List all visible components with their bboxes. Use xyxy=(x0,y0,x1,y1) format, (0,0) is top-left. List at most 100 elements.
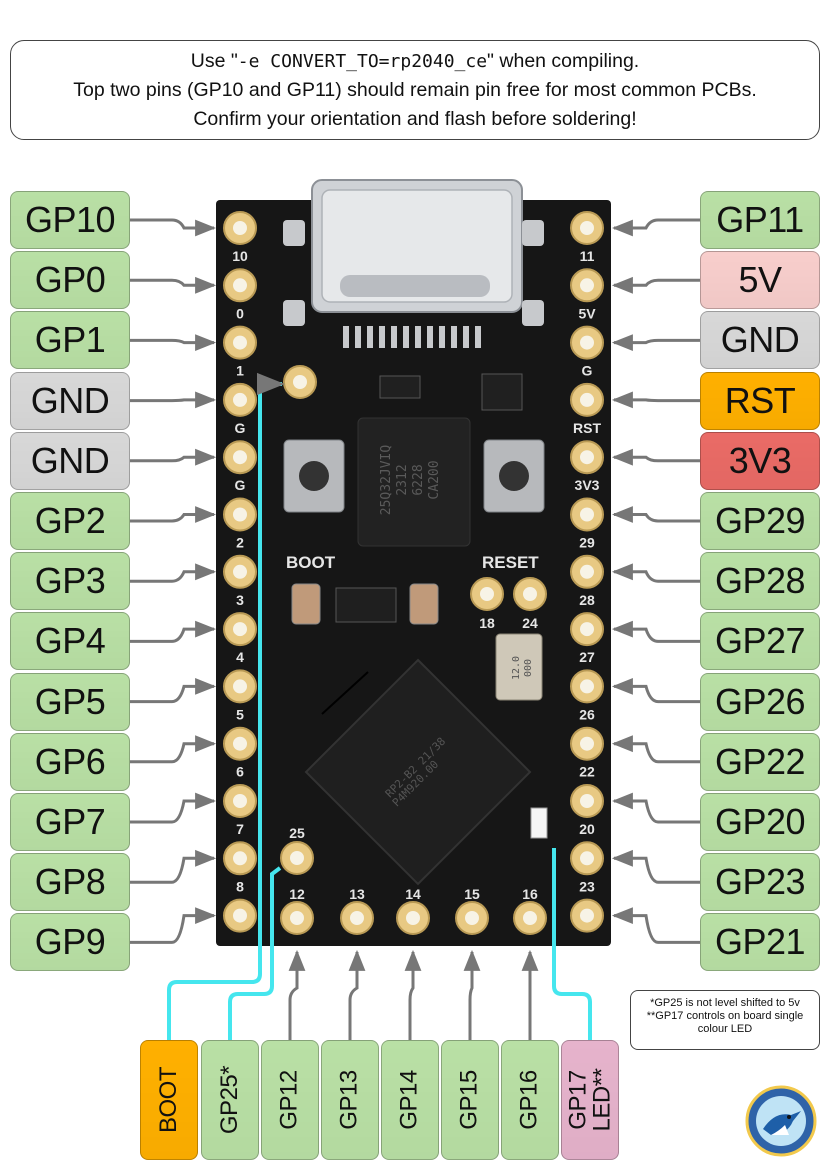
right-pin-arrow xyxy=(611,276,700,294)
left-pin-pad-hole xyxy=(233,736,247,751)
footnotes-box: *GP25 is not level shifted to 5v **GP17 … xyxy=(630,990,820,1050)
rp2040-mcu: RP2-B2 21/38 P4M920.00 xyxy=(304,658,532,886)
reset-button xyxy=(483,439,545,513)
left-pad-silkscreen: 0 xyxy=(236,305,244,321)
left-pin-arrow xyxy=(130,735,217,764)
pad-18-silkscreen: 18 xyxy=(479,615,495,631)
right-pin-label: GP27 xyxy=(700,612,820,671)
footnote-gp17: **GP17 controls on board single xyxy=(646,1010,804,1022)
bottom-pad-silkscreen: 13 xyxy=(349,886,365,902)
right-pad-silkscreen: 20 xyxy=(579,821,595,837)
instructions-box: Use "-e CONVERT_TO=rp2040_ce" when compi… xyxy=(10,40,820,140)
right-pin-label: GP20 xyxy=(700,793,820,851)
left-pin-arrow xyxy=(130,620,217,643)
instruction-text: " when compiling. xyxy=(487,50,640,72)
pin-label-text: GND xyxy=(720,319,800,361)
bottom-pin-label: GP16 xyxy=(501,1040,559,1160)
right-pin-pad-hole xyxy=(580,278,594,293)
right-pin-pad-hole xyxy=(580,221,594,235)
left-pad-silkscreen: G xyxy=(235,420,246,436)
bottom-pin-label: BOOT xyxy=(140,1040,198,1160)
pin-arrows xyxy=(130,218,700,1040)
left-pad-silkscreen: 8 xyxy=(236,878,244,894)
right-pin-label: GP21 xyxy=(700,913,820,972)
usb-c-connector xyxy=(283,179,544,326)
gp25-trace xyxy=(228,866,282,1040)
pin-label-text: GND xyxy=(30,379,110,421)
pin-label-text: GP6 xyxy=(34,740,106,782)
bottom-pad-silkscreen: 12 xyxy=(289,886,305,902)
pin-label-text: GP1 xyxy=(34,319,106,361)
left-pin-arrow xyxy=(130,276,217,294)
left-pin-label: GP8 xyxy=(10,853,130,912)
right-pin-arrow xyxy=(611,907,700,944)
pin-label-text: GP11 xyxy=(716,199,804,240)
left-pin-label: GP2 xyxy=(10,492,130,550)
pin-label-text: GP21 xyxy=(714,921,806,963)
right-pin-pad-hole xyxy=(580,335,594,350)
right-pin-arrow xyxy=(611,792,700,824)
right-pin-label: GP29 xyxy=(700,492,820,550)
left-pad-silkscreen: 4 xyxy=(236,649,244,665)
bottom-pad-silkscreen: 14 xyxy=(405,886,421,902)
capacitor xyxy=(409,583,439,625)
bottom-pin-pad-hole xyxy=(406,911,420,925)
left-pad-silkscreen: 3 xyxy=(236,592,244,608)
right-pin-pad-hole xyxy=(580,851,594,866)
bottom-pin-arrow xyxy=(463,949,481,1040)
right-pin-arrow xyxy=(611,563,700,583)
bottom-pin-pad-hole xyxy=(465,911,479,925)
right-pin-pad-hole xyxy=(580,392,594,407)
right-pin-pad-hole xyxy=(580,564,594,579)
right-pin-arrow xyxy=(611,678,700,704)
left-pin-label: GP7 xyxy=(10,793,130,851)
svg-text:25Q32JVIQ23126228CA200: 25Q32JVIQ23126228CA200 xyxy=(379,445,442,516)
left-pin-label: GP6 xyxy=(10,732,130,791)
right-pin-label: 3V3 xyxy=(700,431,820,490)
left-pin-label: GP1 xyxy=(10,311,130,370)
left-pin-label: GND xyxy=(10,371,130,430)
pin-label-text: GP20 xyxy=(714,801,806,842)
pad-24-silkscreen: 24 xyxy=(522,615,538,631)
right-pin-arrow xyxy=(611,218,700,237)
bottom-pin-label: GP12 xyxy=(261,1040,319,1160)
left-pin-pad-hole xyxy=(233,794,247,808)
left-pad-silkscreen: 6 xyxy=(236,764,244,780)
cyan-traces xyxy=(167,372,592,1040)
pin-label-text: GP9 xyxy=(34,921,106,963)
right-pin-pad-hole xyxy=(580,507,594,522)
pin-label-text: GP8 xyxy=(34,861,106,903)
usb-pins xyxy=(343,326,481,348)
pin-label-text: GP4 xyxy=(34,620,106,662)
right-pad-silkscreen: 11 xyxy=(580,248,595,264)
left-pin-label: GP10 xyxy=(10,191,130,249)
footnote-gp17-cont: colour LED xyxy=(697,1023,753,1035)
boot-trace xyxy=(167,372,285,1040)
left-pin-arrow xyxy=(130,334,217,351)
left-pin-arrow xyxy=(130,391,217,409)
right-pad-silkscreen: 3V3 xyxy=(575,477,600,493)
pin-label-text: GP10 xyxy=(24,199,116,240)
pin-label-text: GP0 xyxy=(34,259,106,301)
left-pin-arrow xyxy=(130,678,217,704)
pin-label-text: GP5 xyxy=(34,680,106,722)
left-pin-pad-hole xyxy=(233,564,247,579)
right-pin-pad-hole xyxy=(580,622,594,637)
footnote-gp25: *GP25 is not level shifted to 5v xyxy=(650,997,800,1009)
boot-test-pad-hole xyxy=(293,375,307,389)
reset-silkscreen: RESET xyxy=(482,553,539,572)
right-pin-label: GP11 xyxy=(700,191,820,249)
gp24-test-pad-hole xyxy=(523,587,537,601)
pin-label-text: 3V3 xyxy=(728,439,792,481)
left-pin-label: GND xyxy=(10,431,130,490)
bottom-pin-label: GP14 xyxy=(381,1040,439,1160)
right-pin-arrow xyxy=(611,735,700,764)
pin-label-text: GP22 xyxy=(714,740,806,782)
right-pin-label: 5V xyxy=(700,251,820,310)
ldo-chip xyxy=(335,587,397,623)
boot-silkscreen: BOOT xyxy=(286,553,336,572)
compile-flag: -e CONVERT_TO=rp2040_ce xyxy=(237,51,488,72)
bottom-pin-arrow xyxy=(404,949,422,1040)
left-pad-silkscreen: 7 xyxy=(236,821,244,837)
gp17-trace xyxy=(552,848,592,1040)
